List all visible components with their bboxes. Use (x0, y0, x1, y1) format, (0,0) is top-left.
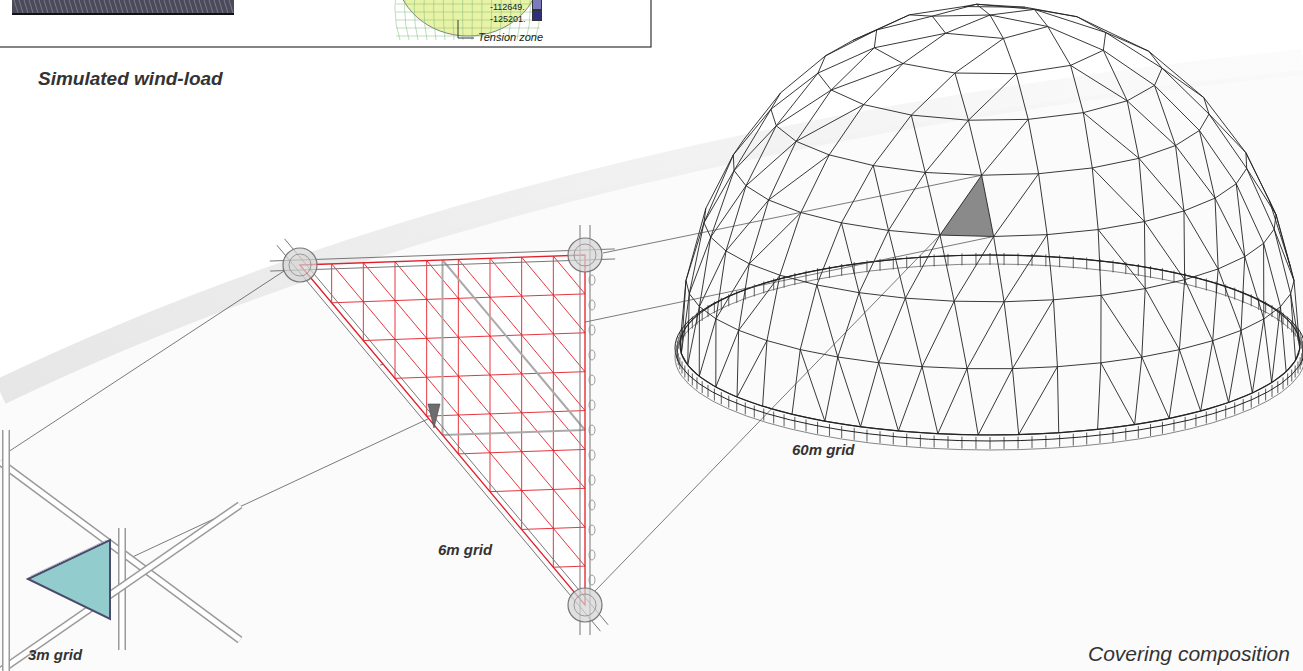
figure-caption: Covering composition (1088, 642, 1290, 666)
scale-swatch (532, 10, 542, 21)
figure-label: Tension zone (478, 31, 543, 44)
scale-swatch (532, 0, 542, 10)
wind-load-inset (0, 0, 651, 47)
figure-label: 6m grid (438, 541, 492, 558)
geodesic-dome (675, 4, 1303, 450)
background-swoosh (0, 62, 1303, 392)
scale-value: -125201. (490, 14, 526, 24)
leader-line (458, 20, 474, 38)
3m-grid-detail (0, 430, 240, 671)
figure-label: 60m grid (792, 441, 855, 458)
wind-load-plot (396, 0, 540, 36)
inset-frame (0, 0, 651, 47)
scale-value: -112649. (490, 2, 525, 12)
dome-elevation (12, 0, 234, 14)
6m-grid-panel (270, 225, 615, 635)
figure-label: Simulated wind-load (38, 68, 223, 90)
figure-label: 3m grid (28, 646, 82, 663)
